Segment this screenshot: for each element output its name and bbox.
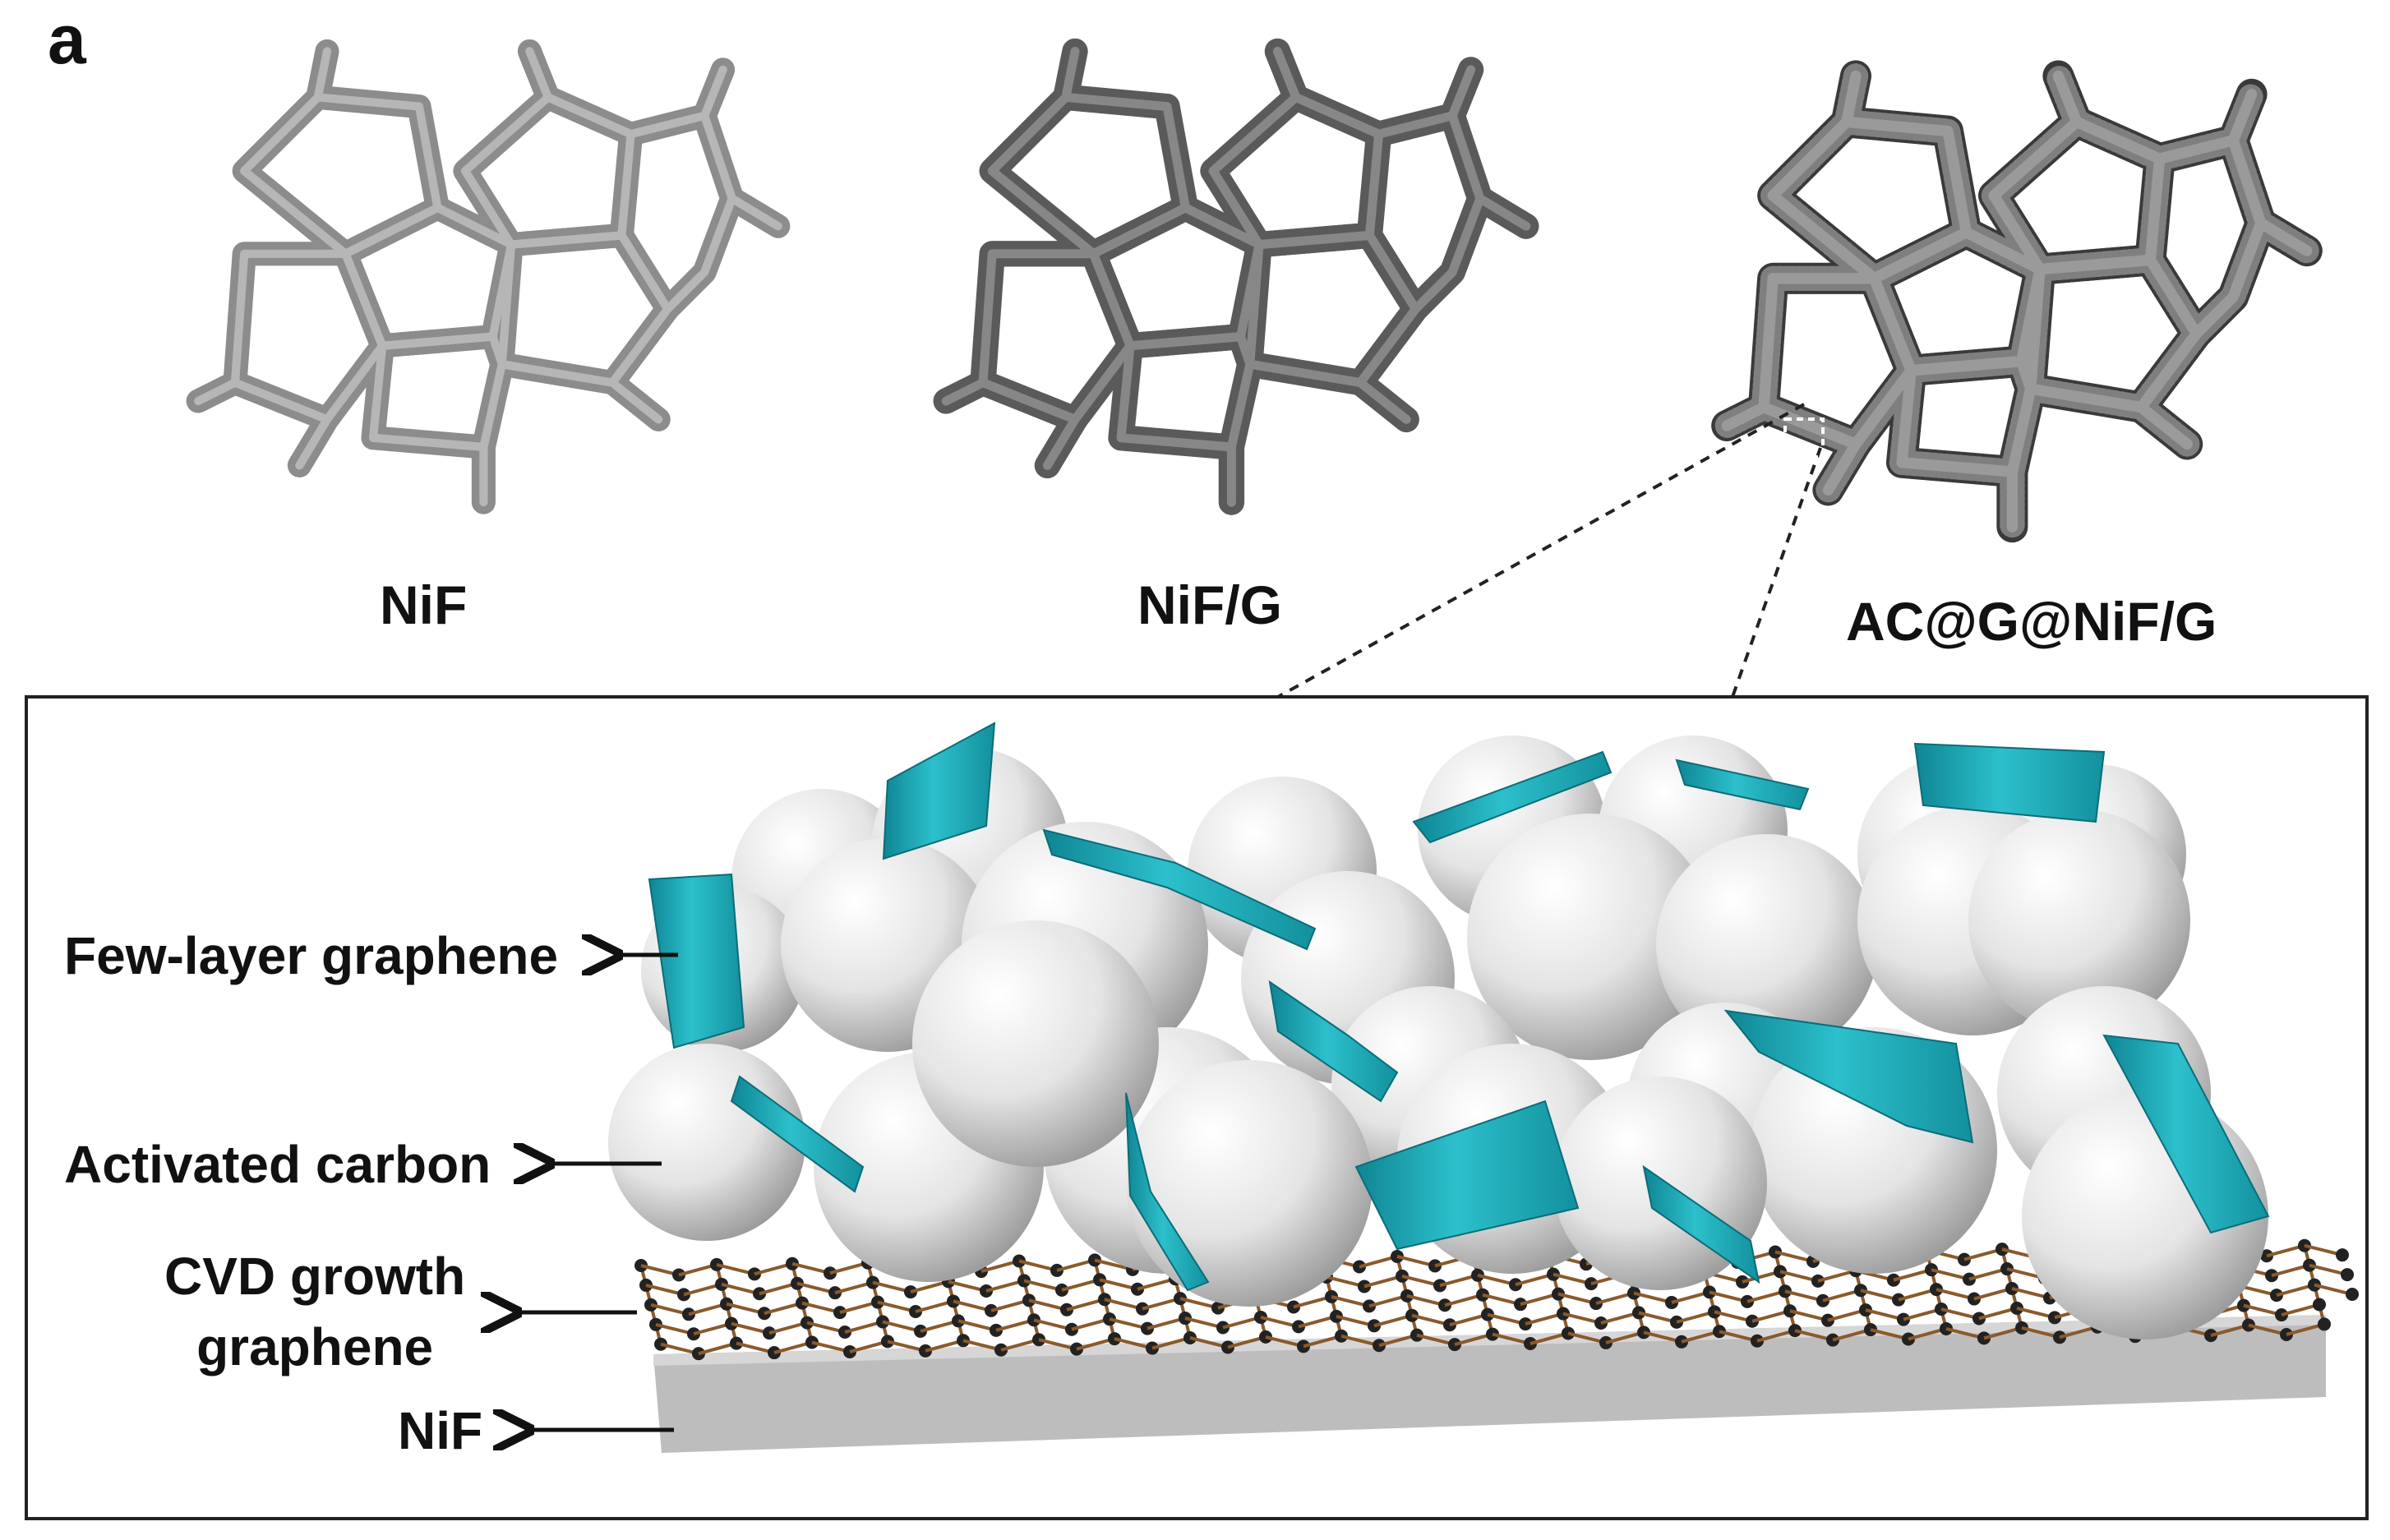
graphene-sheet: [2102, 1034, 2270, 1234]
foam-label-nif: NiF: [380, 574, 468, 635]
foam-textured: [1711, 60, 2323, 543]
label-cvd-line2: graphene: [196, 1317, 434, 1377]
label-few-layer-graphene: Few-layer graphene: [64, 926, 559, 985]
graphene-sheet: [648, 873, 745, 1049]
activated-carbon-sphere: [1968, 809, 2190, 1031]
lattice-atom: [2313, 1298, 2326, 1312]
label-cvd-line1: CVD growth: [164, 1247, 466, 1306]
foam-smooth: [186, 39, 791, 514]
graphene-sheet: [882, 722, 996, 860]
lattice-atom: [2318, 1317, 2331, 1331]
graphene-sheet: [1642, 1164, 1760, 1284]
panel-letter: a: [48, 1, 86, 78]
activated-carbon-sphere: [608, 1044, 805, 1241]
label-nif-substrate: NiF: [398, 1401, 483, 1460]
foam-label-nif-g: NiF/G: [1137, 574, 1282, 635]
graphene-sheet: [1913, 742, 2106, 823]
foam-label-ac-g-nif-g: AC@G@NiF/G: [1846, 591, 2217, 652]
activated-carbon-sphere: [912, 920, 1159, 1167]
label-activated-carbon: Activated carbon: [64, 1135, 491, 1194]
graphene-sheet: [1675, 758, 1810, 811]
activated-carbon-sphere: [1467, 814, 1714, 1060]
foam-dark: [933, 38, 1539, 515]
graphene-sheet: [1125, 1092, 1210, 1292]
lattice-atom: [2341, 1268, 2354, 1282]
lattice-atom: [2346, 1288, 2359, 1302]
lattice-atom: [2336, 1248, 2349, 1262]
graphene-sheet: [1723, 1009, 1974, 1144]
graphene-sheet: [730, 1075, 865, 1193]
label-cvd-growth: CVD growth graphene: [164, 1241, 465, 1383]
graphene-sheet: [1042, 828, 1317, 951]
activated-carbon-sphere: [1126, 1060, 1373, 1307]
graphene-sheet: [1354, 1100, 1580, 1251]
activated-carbon-sphere: [1656, 834, 1878, 1056]
graphene-sheet: [1412, 750, 1613, 844]
graphene-sheet: [1268, 980, 1399, 1103]
